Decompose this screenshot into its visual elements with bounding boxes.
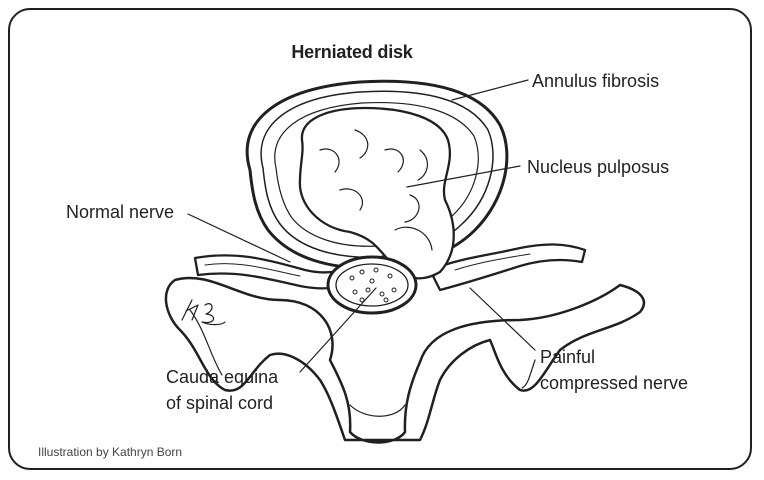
label-painful-line1: Painful bbox=[540, 344, 688, 370]
label-cauda-line1: Cauda equina bbox=[166, 364, 278, 390]
spinal-canal bbox=[328, 257, 416, 313]
annulus-leader bbox=[452, 80, 528, 100]
label-cauda-equina: Cauda equina of spinal cord bbox=[166, 364, 278, 416]
diagram-title: Herniated disk bbox=[0, 42, 734, 63]
illustration-credit: Illustration by Kathryn Born bbox=[38, 445, 182, 459]
compressed-nerve bbox=[430, 244, 585, 290]
label-nucleus-pulposus: Nucleus pulposus bbox=[527, 154, 669, 180]
label-painful-line2: compressed nerve bbox=[540, 370, 688, 396]
label-painful-nerve: Painful compressed nerve bbox=[540, 344, 688, 396]
label-cauda-line2: of spinal cord bbox=[166, 390, 278, 416]
label-annulus-fibrosis: Annulus fibrosis bbox=[532, 68, 659, 94]
label-normal-nerve: Normal nerve bbox=[66, 199, 174, 225]
